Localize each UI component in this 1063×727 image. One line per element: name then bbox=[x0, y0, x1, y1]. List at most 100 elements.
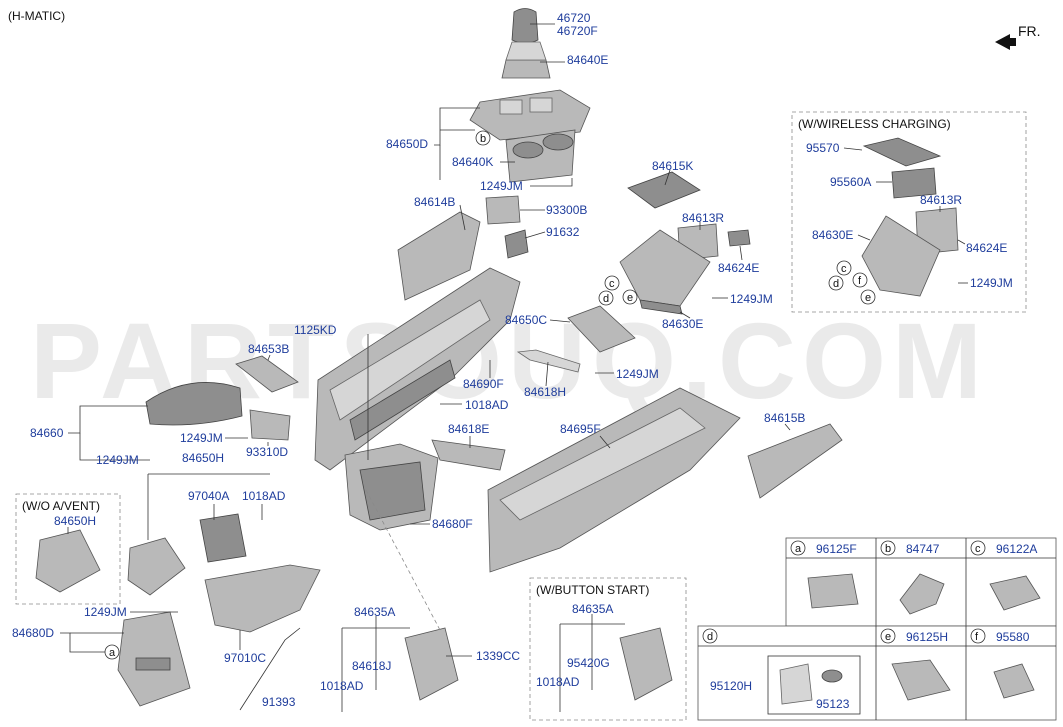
front-direction-label: FR. bbox=[1018, 23, 1041, 39]
svg-text:f: f bbox=[975, 631, 979, 643]
label-84650c[interactable]: 84650C bbox=[505, 313, 547, 327]
svg-text:d: d bbox=[707, 631, 713, 643]
label-1018ad-bs[interactable]: 1018AD bbox=[536, 675, 580, 689]
label-84615b[interactable]: 84615B bbox=[764, 411, 805, 425]
tray-84630e-part bbox=[619, 229, 711, 315]
svg-text:e: e bbox=[865, 292, 871, 304]
label-1125kd[interactable]: 1125KD bbox=[294, 323, 337, 337]
svg-text:c: c bbox=[609, 278, 615, 290]
label-84640e[interactable]: 84640E bbox=[567, 53, 608, 67]
label-95560a[interactable]: 95560A bbox=[830, 175, 871, 189]
tray-84630e-w-part bbox=[861, 215, 941, 297]
table-part-95580[interactable]: 95580 bbox=[996, 630, 1030, 644]
table-cell-c: c 96122A bbox=[970, 540, 1041, 611]
label-84640k[interactable]: 84640K bbox=[452, 155, 493, 169]
table-part-96125f[interactable]: 96125F bbox=[816, 542, 857, 556]
cover-84650c-part bbox=[567, 305, 636, 353]
svg-text:c: c bbox=[841, 263, 847, 275]
label-84613r[interactable]: 84613R bbox=[682, 211, 724, 225]
table-cell-f: f 95580 bbox=[970, 628, 1035, 699]
switch-93310d-part bbox=[249, 409, 291, 441]
label-1249jm-c[interactable]: 1249JM bbox=[84, 605, 127, 619]
duct-97010c-part bbox=[204, 564, 321, 633]
table-cell-a: a 96125F bbox=[790, 540, 859, 609]
svg-text:e: e bbox=[627, 292, 633, 304]
label-84650h[interactable]: 84650H bbox=[182, 451, 224, 465]
label-97010c[interactable]: 97010C bbox=[224, 651, 266, 665]
label-95570[interactable]: 95570 bbox=[806, 141, 840, 155]
label-1249jm-top[interactable]: 1249JM bbox=[480, 179, 523, 193]
reference-table: a 96125F b 84747 c 96122A d 95120H 95123 bbox=[697, 537, 1057, 721]
label-84630e-w[interactable]: 84630E bbox=[812, 228, 853, 242]
label-1249jm-a[interactable]: 1249JM bbox=[180, 431, 223, 445]
ref-letter-f-wireless: f bbox=[852, 272, 868, 288]
label-84618j[interactable]: 84618J bbox=[352, 659, 391, 673]
label-1018ad-mid[interactable]: 1018AD bbox=[465, 398, 509, 412]
bracket-84635a-bs-part bbox=[619, 627, 673, 701]
label-93300b[interactable]: 93300B bbox=[546, 203, 587, 217]
strip-84618h-part bbox=[516, 349, 581, 373]
table-part-96125h[interactable]: 96125H bbox=[906, 630, 948, 644]
ref-letter-c-main: c bbox=[604, 275, 620, 291]
label-84650h-box[interactable]: 84650H bbox=[54, 514, 96, 528]
table-cell-e: e 96125H bbox=[880, 628, 951, 701]
table-cell-b: b 84747 bbox=[880, 540, 945, 615]
label-84653b[interactable]: 84653B bbox=[248, 342, 289, 356]
svg-text:b: b bbox=[480, 133, 486, 145]
label-91632[interactable]: 91632 bbox=[546, 225, 580, 239]
leader-lines bbox=[60, 23, 968, 712]
front-arrow-icon bbox=[995, 34, 1016, 50]
label-93310d[interactable]: 93310D bbox=[246, 445, 288, 459]
variant-label: (H-MATIC) bbox=[8, 9, 65, 23]
label-1339cc[interactable]: 1339CC bbox=[476, 649, 520, 663]
label-91393[interactable]: 91393 bbox=[262, 695, 296, 709]
label-84615k[interactable]: 84615K bbox=[652, 159, 693, 173]
label-84635a[interactable]: 84635A bbox=[354, 605, 395, 619]
label-84618e[interactable]: 84618E bbox=[448, 422, 489, 436]
label-1249jm-w[interactable]: 1249JM bbox=[970, 276, 1013, 290]
button-start-box bbox=[529, 577, 687, 721]
console-side-84695f-part bbox=[487, 387, 741, 573]
label-84660[interactable]: 84660 bbox=[30, 426, 64, 440]
table-part-84747[interactable]: 84747 bbox=[906, 542, 940, 556]
label-46720f[interactable]: 46720F bbox=[557, 24, 598, 38]
label-84614b[interactable]: 84614B bbox=[414, 195, 455, 209]
cover-84615b-part bbox=[747, 423, 843, 499]
label-84650d[interactable]: 84650D bbox=[386, 137, 428, 151]
bracket-84635a-part bbox=[404, 627, 459, 701]
ref-letter-e-main: e bbox=[622, 289, 638, 305]
upper-bezel-part bbox=[469, 89, 591, 141]
label-84690f[interactable]: 84690F bbox=[463, 377, 504, 391]
label-1249jm-mid[interactable]: 1249JM bbox=[730, 292, 773, 306]
panel-84653b-part bbox=[235, 355, 299, 393]
table-part-95120h[interactable]: 95120H bbox=[710, 679, 752, 693]
svg-text:a: a bbox=[795, 543, 802, 555]
label-1249jm-b[interactable]: 1249JM bbox=[96, 453, 139, 467]
label-84680d[interactable]: 84680D bbox=[12, 626, 54, 640]
label-84618h[interactable]: 84618H bbox=[524, 385, 566, 399]
charger-95560a-part bbox=[891, 167, 937, 199]
label-1018ad-l[interactable]: 1018AD bbox=[242, 489, 286, 503]
label-84624e-w[interactable]: 84624E bbox=[966, 241, 1007, 255]
label-1018ad-b[interactable]: 1018AD bbox=[320, 679, 364, 693]
label-84635a-bs[interactable]: 84635A bbox=[572, 602, 613, 616]
label-46720[interactable]: 46720 bbox=[557, 11, 591, 25]
label-84695f[interactable]: 84695F bbox=[560, 422, 601, 436]
svg-text:b: b bbox=[885, 543, 891, 555]
label-84624e[interactable]: 84624E bbox=[718, 261, 759, 275]
cover-84680d-part bbox=[117, 611, 191, 707]
label-84613r-w[interactable]: 84613R bbox=[920, 193, 962, 207]
table-part-96122a[interactable]: 96122A bbox=[996, 542, 1037, 556]
table-part-95123[interactable]: 95123 bbox=[816, 697, 850, 711]
label-1249jm-r[interactable]: 1249JM bbox=[616, 367, 659, 381]
label-95420g[interactable]: 95420G bbox=[567, 656, 610, 670]
pad-84615k-part bbox=[627, 171, 701, 209]
label-97040a[interactable]: 97040A bbox=[188, 489, 229, 503]
label-84680f[interactable]: 84680F bbox=[432, 517, 473, 531]
bin-84680f-part bbox=[344, 443, 439, 531]
table-cell-d: d 95120H 95123 bbox=[702, 628, 861, 715]
ref-letter-b-main: b bbox=[475, 130, 491, 146]
svg-text:e: e bbox=[885, 631, 891, 643]
vent-97040a-part bbox=[199, 513, 247, 563]
label-84630e[interactable]: 84630E bbox=[662, 317, 703, 331]
